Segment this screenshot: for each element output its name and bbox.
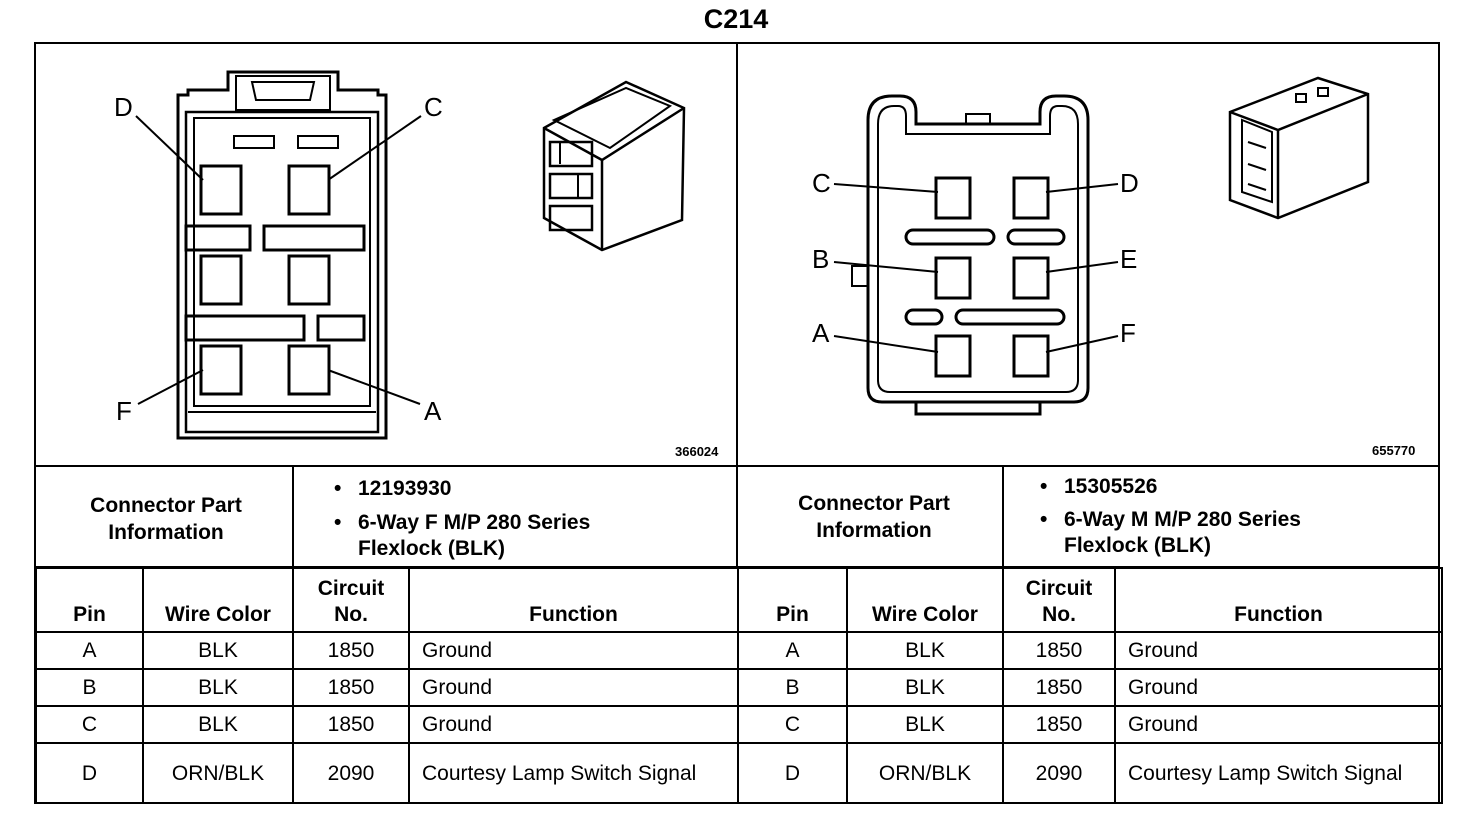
connector-title: C214 [703, 4, 769, 34]
column-header-wire-color: Wire Color [142, 567, 294, 633]
right-pin-label-b: B [812, 244, 829, 274]
right-part-info-label: Connector Part Information [798, 492, 950, 542]
right-connector-isometric [1228, 76, 1370, 220]
right-pin-label-a: A [812, 318, 830, 348]
table-row: D ORN/BLK 2090 Courtesy Lamp Switch Sign… [737, 742, 1443, 804]
right-pin-table: Pin Wire Color Circuit No. Function A BL… [737, 567, 1443, 804]
left-pin-label-f: F [116, 396, 132, 426]
right-pin-label-d: D [1120, 168, 1139, 198]
column-header-wire-color: Wire Color [846, 567, 1004, 633]
left-pin-label-d: D [114, 92, 133, 122]
center-divider [736, 42, 738, 566]
section-divider [34, 465, 1440, 467]
right-reference-number: 655770 [1372, 443, 1416, 458]
column-header-pin: Pin [737, 567, 848, 633]
column-header-circuit: Circuit No. [292, 567, 410, 633]
table-row: D ORN/BLK 2090 Courtesy Lamp Switch Sign… [35, 742, 739, 804]
right-pin-label-c: C [812, 168, 831, 198]
column-header-circuit: Circuit No. [1002, 567, 1116, 633]
left-connector-face-diagram: D C F A [114, 70, 443, 440]
table-row: B BLK 1850 Ground [737, 668, 1443, 707]
table-row: B BLK 1850 Ground [35, 668, 739, 707]
column-header-pin: Pin [35, 567, 144, 633]
left-pin-table: Pin Wire Color Circuit No. Function A BL… [35, 567, 739, 804]
right-pin-label-f: F [1120, 318, 1136, 348]
column-header-function: Function [1114, 567, 1443, 633]
table-row: A BLK 1850 Ground [737, 631, 1443, 670]
left-pin-label-a: A [424, 396, 442, 426]
table-row: C BLK 1850 Ground [35, 705, 739, 744]
right-pin-label-e: E [1120, 244, 1137, 274]
left-part-info-label: Connector Part Information [90, 494, 242, 544]
left-connector-isometric [542, 80, 686, 252]
left-reference-number: 366024 [675, 444, 719, 459]
table-row: C BLK 1850 Ground [737, 705, 1443, 744]
table-row: A BLK 1850 Ground [35, 631, 739, 670]
column-header-function: Function [408, 567, 739, 633]
right-connector-face-diagram: C D B E A F [812, 94, 1139, 416]
left-pin-label-c: C [424, 92, 443, 122]
